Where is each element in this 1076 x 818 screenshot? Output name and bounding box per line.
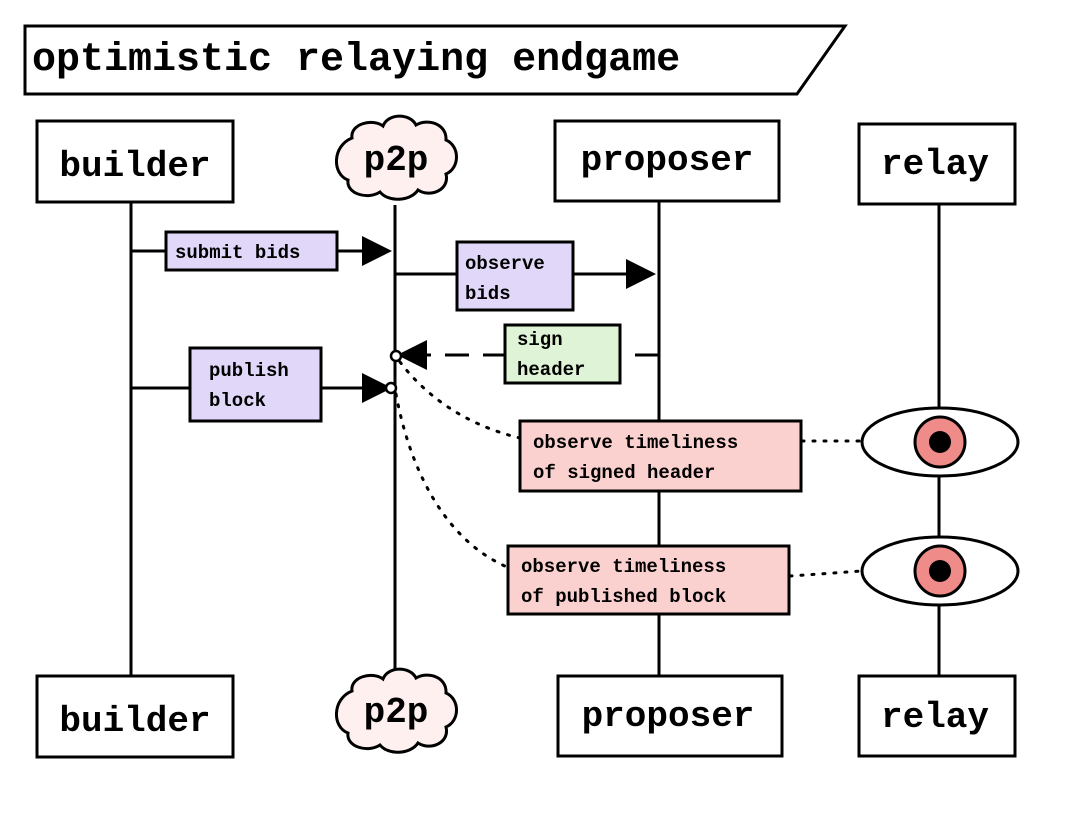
- sign-header-label-line1: sign: [517, 329, 563, 351]
- note-signed-header-line2: of signed header: [533, 462, 715, 484]
- eye-icon: [860, 406, 1020, 478]
- diagram-title-text: optimistic relaying endgame: [32, 38, 680, 83]
- cloud-icon: [335, 114, 458, 201]
- publish-block-label-line1: publish: [209, 360, 289, 382]
- proposer-participant-top: proposer: [553, 119, 781, 203]
- diagram-title: optimistic relaying endgame: [23, 24, 848, 96]
- p2p-label-top: p2p: [364, 140, 429, 181]
- proposer-participant-bottom: proposer: [556, 674, 784, 758]
- submit-bids-label: submit bids: [175, 242, 300, 264]
- p2p-label-bottom: p2p: [364, 692, 429, 733]
- note-published-block-line2: of published block: [521, 586, 726, 608]
- note-published-block: observe timeliness of published block: [506, 544, 791, 616]
- builder-participant-top: builder: [35, 119, 235, 204]
- relay-connector-published-block: [788, 569, 864, 578]
- builder-label-top: builder: [59, 146, 210, 187]
- lost-message-marker: [389, 349, 403, 363]
- builder-label-bottom: builder: [59, 701, 210, 742]
- sign-header-label-line2: header: [517, 359, 585, 381]
- message-publish-block: publish block: [131, 346, 398, 423]
- message-submit-bids: submit bids: [131, 230, 392, 272]
- observe-connector-published-block: [394, 392, 509, 569]
- p2p-participant-top: p2p: [335, 114, 458, 201]
- note-published-block-line1: observe timeliness: [521, 556, 726, 578]
- observe-bids-label-line1: observe: [465, 253, 545, 275]
- relay-label-bottom: relay: [881, 697, 989, 738]
- note-signed-header-line1: observe timeliness: [533, 432, 738, 454]
- message-observe-bids: observe bids: [395, 240, 656, 312]
- note-signed-header: observe timeliness of signed header: [518, 419, 803, 493]
- cloud-icon: [335, 667, 458, 754]
- relay-participant-bottom: relay: [857, 674, 1017, 758]
- relay-label-top: relay: [881, 144, 989, 185]
- relay-participant-top: relay: [857, 122, 1017, 206]
- publish-block-label-line2: block: [209, 390, 266, 412]
- lost-message-marker: [384, 381, 398, 395]
- observe-connector-signed-header: [398, 360, 522, 440]
- builder-participant-bottom: builder: [35, 674, 235, 759]
- proposer-label-bottom: proposer: [582, 696, 755, 737]
- observe-bids-label-line2: bids: [465, 283, 511, 305]
- message-sign-header: sign header: [389, 323, 659, 385]
- p2p-participant-bottom: p2p: [335, 667, 458, 754]
- eye-icon: [860, 535, 1020, 607]
- proposer-label-top: proposer: [581, 140, 754, 181]
